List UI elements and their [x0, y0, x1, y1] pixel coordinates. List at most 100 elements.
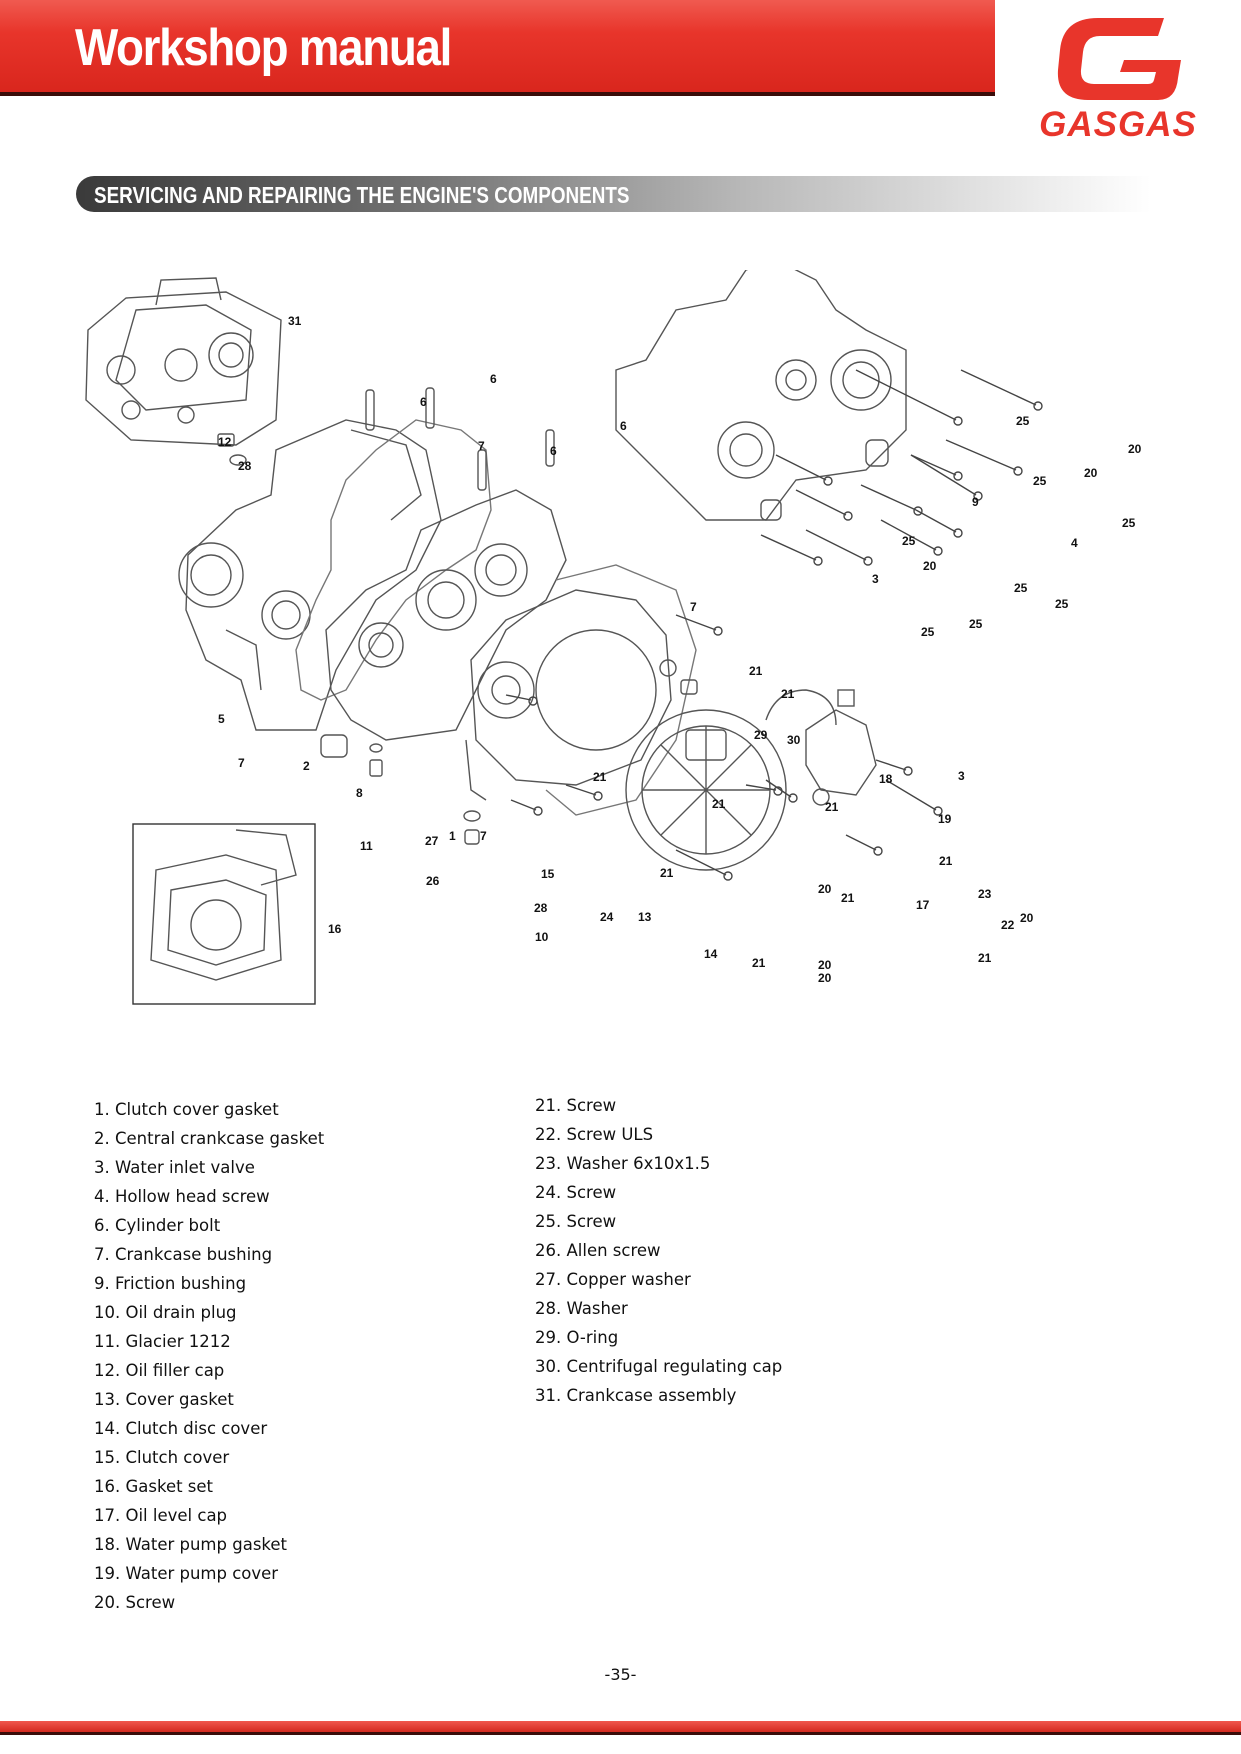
callout-label: 7 [238, 756, 245, 770]
callout-label: 4 [1071, 536, 1078, 550]
callout-label: 26 [426, 874, 440, 888]
callout-label: 25 [1033, 474, 1047, 488]
callout-label: 24 [600, 910, 614, 924]
footer-bar [0, 1721, 1241, 1735]
part-item: 27. Copper washer [535, 1270, 691, 1289]
part-item: 26. Allen screw [535, 1241, 661, 1260]
callout-label: 14 [704, 947, 718, 961]
part-item: 1. Clutch cover gasket [94, 1100, 279, 1119]
callout-label: 25 [1055, 597, 1069, 611]
callout-label: 7 [478, 439, 485, 453]
crankcase-assembly-thumbnail [85, 277, 282, 446]
callout-label: 21 [593, 770, 607, 784]
part-item: 18. Water pump gasket [94, 1535, 287, 1554]
callout-label: 27 [425, 834, 439, 848]
part-item: 9. Friction bushing [94, 1274, 247, 1293]
part-item: 21. Screw [535, 1096, 617, 1115]
callout-label: 22 [1001, 918, 1015, 932]
callout-label: 8 [356, 786, 363, 800]
callout-label: 2 [303, 759, 310, 773]
callout-label: 6 [490, 372, 497, 386]
manual-title: Workshop manual [75, 19, 452, 77]
callout-label: 17 [916, 898, 930, 912]
callout-label: 3 [872, 572, 879, 586]
callout-label: 11 [360, 839, 373, 853]
brand-name: GASGAS [1039, 105, 1197, 144]
callout-label: 10 [535, 930, 549, 944]
part-item: 7. Crankcase bushing [94, 1245, 273, 1264]
callout-label: 25 [1014, 581, 1028, 595]
callout-label: 21 [752, 956, 766, 970]
part-item: 4. Hollow head screw [94, 1187, 270, 1206]
crankcase-left-half [178, 419, 442, 731]
callout-label: 5 [218, 712, 225, 726]
callout-label: 25 [1016, 414, 1030, 428]
gasgas-logo: GASGAS [1039, 18, 1197, 144]
part-item: 25. Screw [535, 1212, 617, 1231]
callout-label: 25 [969, 617, 983, 631]
callout-label: 18 [879, 772, 893, 786]
callout-label: 20 [818, 971, 832, 985]
callout-label: 25 [1122, 516, 1136, 530]
callout-label: 16 [328, 922, 342, 936]
callout-label: 20 [1128, 442, 1142, 456]
callout-label: 20 [1084, 466, 1098, 480]
header-bar: Workshop manual [0, 0, 995, 96]
callout-label: 20 [818, 882, 832, 896]
parts-list-left: 1. Clutch cover gasket 2. Central crankc… [94, 1095, 324, 1617]
water-pump-cover [805, 709, 877, 796]
callout-label: 28 [534, 901, 548, 915]
callout-label: 21 [781, 687, 795, 701]
callout-label: 6 [420, 395, 427, 409]
callout-label: 29 [754, 728, 768, 742]
callout-label: 6 [550, 444, 557, 458]
callout-label: 20 [923, 559, 937, 573]
diagram-callouts: 31 12 28 6 6 7 6 6 5 7 2 8 11 27 26 1 7 … [218, 314, 1142, 985]
callout-label: 3 [958, 769, 965, 783]
part-item: 31. Crankcase assembly [535, 1386, 737, 1405]
part-item: 19. Water pump cover [94, 1564, 279, 1583]
part-item: 15. Clutch cover [94, 1448, 230, 1467]
cover-gasket [545, 564, 697, 816]
part-item: 6. Cylinder bolt [94, 1216, 221, 1235]
callout-label: 30 [787, 733, 801, 747]
part-item: 28. Washer [535, 1299, 628, 1318]
callout-label: 31 [288, 314, 302, 328]
clutch-disc-cover [625, 709, 787, 871]
callout-label: 25 [921, 625, 935, 639]
callout-label: 9 [972, 495, 979, 509]
part-item: 12. Oil filler cap [94, 1361, 225, 1380]
part-item: 24. Screw [535, 1183, 617, 1202]
callout-label: 7 [480, 829, 487, 843]
part-item: 23. Washer 6x10x1.5 [535, 1154, 711, 1173]
callout-label: 21 [841, 891, 855, 905]
central-crankcase-gasket [295, 419, 492, 701]
callout-label: 21 [660, 866, 674, 880]
callout-label: 21 [712, 797, 726, 811]
part-item: 22. Screw ULS [535, 1125, 654, 1144]
part-item: 17. Oil level cap [94, 1506, 228, 1525]
part-item: 2. Central crankcase gasket [94, 1129, 325, 1148]
section-header: SERVICING AND REPAIRING THE ENGINE'S COM… [76, 176, 1151, 212]
part-item: 29. O-ring [535, 1328, 619, 1347]
callout-label: 15 [541, 867, 555, 881]
crankcase-upper-right [615, 270, 907, 521]
callout-label: 21 [978, 951, 992, 965]
water-pump-gasket [765, 689, 837, 726]
gasket-set-box [132, 823, 316, 1005]
callout-label: 21 [825, 800, 839, 814]
part-item: 3. Water inlet valve [94, 1158, 255, 1177]
callout-label: 21 [749, 664, 763, 678]
section-title: SERVICING AND REPAIRING THE ENGINE'S COM… [94, 182, 630, 208]
callout-label: 20 [1020, 911, 1034, 925]
page-number: -35- [604, 1665, 637, 1684]
part-item: 13. Cover gasket [94, 1390, 234, 1409]
callout-label: 7 [690, 600, 697, 614]
part-item: 30. Centrifugal regulating cap [535, 1357, 783, 1376]
callout-label: 19 [938, 812, 952, 826]
part-item: 16. Gasket set [94, 1477, 214, 1496]
part-item: 20. Screw [94, 1593, 176, 1612]
callout-label: 23 [978, 887, 992, 901]
callout-label: 21 [939, 854, 953, 868]
small-parts [217, 387, 889, 845]
